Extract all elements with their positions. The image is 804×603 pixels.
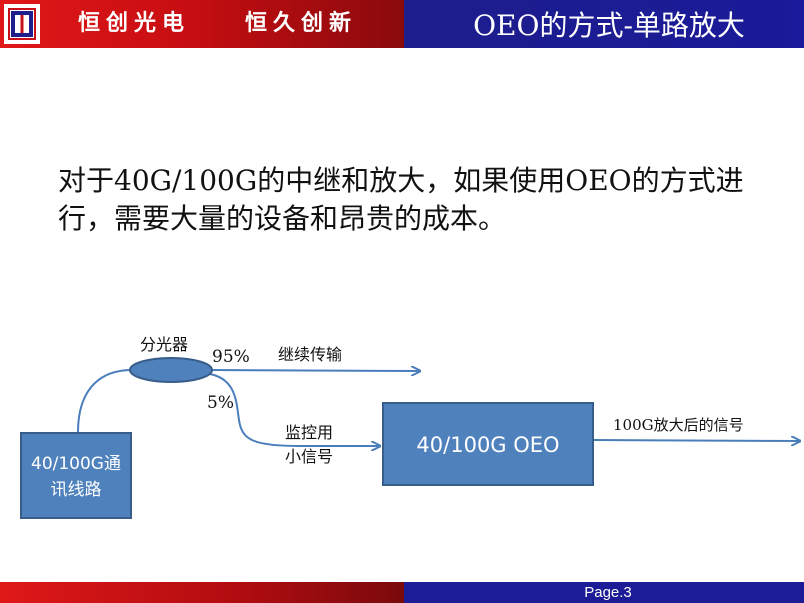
oeo-box (382, 402, 594, 486)
upper-branch-arrow (209, 370, 420, 371)
lower-branch-arrow (209, 373, 380, 446)
footer-left-band (0, 582, 404, 603)
oeo-box-label: 40/100G OEO (416, 433, 559, 457)
slogan-left: 恒创光电 (78, 11, 191, 36)
source-box-label-2: 讯线路 (51, 480, 102, 500)
source-to-splitter-line (77, 369, 133, 433)
continue-label: 继续传输 (278, 345, 342, 364)
splitter-label: 分光器 (140, 335, 188, 354)
header-left-band: 恒创光电 恒久创新 (0, 0, 404, 48)
page-number: Page.3 (584, 584, 632, 601)
body-line-1: 对于40G/100G的中继和放大，如果使用OEO的方式进 (58, 164, 744, 197)
body-line-2: 行，需要大量的设备和昂贵的成本。 (58, 202, 507, 235)
footer-right-band: Page.3 (404, 582, 804, 603)
monitor-label-2: 小信号 (285, 447, 333, 466)
splitter-shape (129, 357, 213, 383)
source-line-box (20, 432, 132, 519)
upper-ratio-label: 95% (212, 347, 250, 367)
output-arrow (593, 440, 800, 441)
source-box-label-1: 40/100G通 (31, 454, 121, 474)
header-right-band: OEO的方式-单路放大 (404, 0, 804, 48)
output-label: 100G放大后的信号 (613, 416, 744, 434)
page-title: OEO的方式-单路放大 (473, 9, 745, 42)
lower-ratio-label: 5% (207, 393, 234, 413)
slogan-right: 恒久创新 (245, 11, 358, 36)
monitor-label-1: 监控用 (285, 423, 333, 442)
body-paragraph: 对于40G/100G的中继和放大，如果使用OEO的方式进 行，需要大量的设备和昂… (58, 162, 778, 238)
company-logo-icon (4, 4, 40, 44)
header-bar: 恒创光电 恒久创新 OEO的方式-单路放大 (0, 0, 804, 48)
footer-bar: Page.3 (0, 582, 804, 603)
